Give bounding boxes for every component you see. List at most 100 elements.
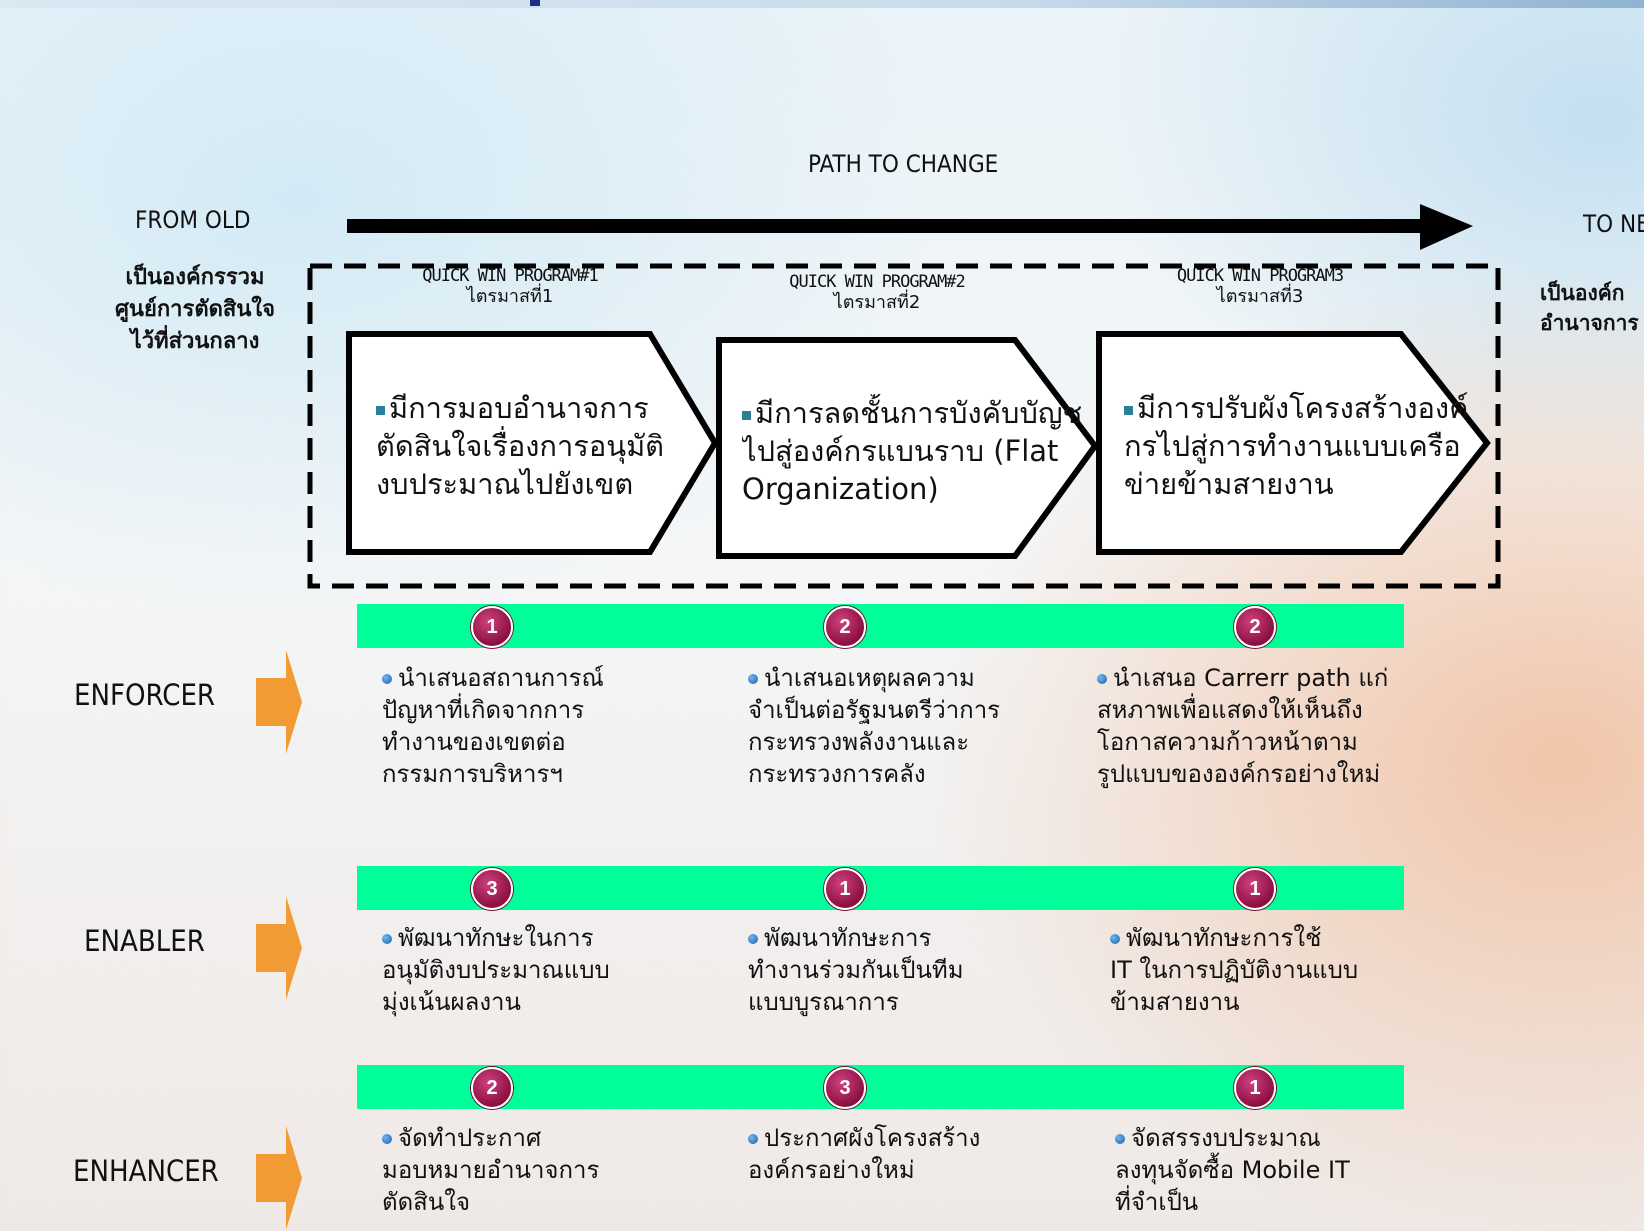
priority-badge: 2 xyxy=(1234,606,1276,648)
item-line: กรรมการบริหารฯ xyxy=(382,760,563,788)
item-line: นำเสนอ Carrerr path แก่ xyxy=(1097,662,1437,694)
item-line: IT ในการปฏิบัติงานแบบ xyxy=(1110,956,1359,984)
item-line: กระทรวงการคลัง xyxy=(748,760,926,788)
item-line: กระทรวงพลังงานและ xyxy=(748,728,970,756)
enforcer-item-2: นำเสนอเหตุผลความ จำเป็นต่อรัฐมนตรีว่าการ… xyxy=(748,662,1078,790)
program-line: ไปสู่องค์กรแบนราบ (Flat xyxy=(742,434,1059,468)
program-line-text: มีการลดชั้นการบังคับบัญช xyxy=(755,396,1083,430)
from-line: เป็นองค์กรรวม xyxy=(125,265,265,290)
program-title: QUICK WIN PROGRAM#1 xyxy=(422,266,598,286)
to-line: อำนาจการ xyxy=(1540,311,1639,335)
enabler-arrow-icon xyxy=(256,896,302,1000)
item-line-text: จัดสรรงบประมาณ xyxy=(1131,1124,1321,1152)
item-line-text: พัฒนาทักษะการใช้ xyxy=(1126,924,1322,952)
program-line: งบประมาณไปยังเขต xyxy=(376,467,634,501)
item-line: มุ่งเน้นผลงาน xyxy=(382,988,521,1016)
item-line: สหภาพเพื่อแสดงให้เห็นถึง xyxy=(1097,696,1363,724)
item-line: พัฒนาทักษะในการ xyxy=(382,922,712,954)
program-1-text: มีการมอบอำนาจการ ตัดสินใจเรื่องการอนุมัต… xyxy=(376,389,696,503)
program-line-text: มีการปรับผังโครงสร้างองค์ xyxy=(1137,391,1469,425)
enabler-item-3: พัฒนาทักษะการใช้ IT ในการปฏิบัติงานแบบ ข… xyxy=(1110,922,1440,1018)
item-line: องค์กรอย่างใหม่ xyxy=(748,1156,915,1184)
item-line: มอบหมายอำนาจการ xyxy=(382,1156,600,1184)
bullet-dot-icon xyxy=(748,934,758,944)
item-line: จัดทำประกาศ xyxy=(382,1122,712,1154)
item-line-text: นำเสนอเหตุผลความ xyxy=(764,664,975,692)
bullet-dot-icon xyxy=(382,674,392,684)
priority-badge: 1 xyxy=(471,606,513,648)
program-line: มีการลดชั้นการบังคับบัญช xyxy=(742,394,1102,432)
from-old-label: FROM OLD xyxy=(135,206,251,234)
enforcer-arrow-icon xyxy=(256,650,302,754)
enforcer-band xyxy=(357,604,1404,648)
program-3-text: มีการปรับผังโครงสร้างองค์ กรไปสู่การทำงา… xyxy=(1124,389,1494,503)
item-line: พัฒนาทักษะการ xyxy=(748,922,1078,954)
program-quarter: ไตรมาสที่2 xyxy=(833,292,921,313)
item-line: นำเสนอสถานการณ์ xyxy=(382,662,712,694)
program-line: กรไปสู่การทำงานแบบเครือ xyxy=(1124,429,1461,463)
item-line: ทำงานร่วมกันเป็นทีม xyxy=(748,956,964,984)
item-line-text: จัดทำประกาศ xyxy=(398,1124,542,1152)
bullet-dot-icon xyxy=(1097,674,1107,684)
program-title: QUICK WIN PROGRAM3 xyxy=(1176,266,1344,286)
item-line-text: ประกาศผังโครงสร้าง xyxy=(764,1124,981,1152)
item-line-text: พัฒนาทักษะในการ xyxy=(398,924,594,952)
bullet-square-icon xyxy=(376,405,385,415)
item-line: อนุมัติงบประมาณแบบ xyxy=(382,956,610,984)
program-line: ข่ายข้ามสายงาน xyxy=(1124,467,1334,501)
bullet-dot-icon xyxy=(1115,1134,1125,1144)
item-line: จัดสรรงบประมาณ xyxy=(1115,1122,1445,1154)
quick-win-frame xyxy=(307,263,1501,589)
bullet-square-icon xyxy=(1124,405,1133,415)
program-3-chevron xyxy=(1096,331,1491,555)
enhancer-item-1: จัดทำประกาศ มอบหมายอำนาจการ ตัดสินใจ xyxy=(382,1122,712,1218)
program-line: ตัดสินใจเรื่องการอนุมัติ xyxy=(376,429,665,463)
bullet-dot-icon xyxy=(382,934,392,944)
enabler-band xyxy=(357,866,1404,910)
enforcer-item-1: นำเสนอสถานการณ์ ปัญหาที่เกิดจากการ ทำงาน… xyxy=(382,662,712,790)
item-line: ตัดสินใจ xyxy=(382,1188,471,1216)
enabler-item-2: พัฒนาทักษะการ ทำงานร่วมกันเป็นทีม แบบบูร… xyxy=(748,922,1078,1018)
top-bar xyxy=(0,0,1644,8)
program-line: มีการมอบอำนาจการ xyxy=(376,389,696,427)
priority-badge: 1 xyxy=(824,868,866,910)
item-line: จำเป็นต่อรัฐมนตรีว่าการ xyxy=(748,696,1001,724)
item-line: ลงทุนจัดซื้อ Mobile IT xyxy=(1115,1156,1350,1184)
item-line-text: นำเสนอสถานการณ์ xyxy=(398,664,604,692)
item-line: ที่จำเป็น xyxy=(1115,1188,1199,1216)
bullet-dot-icon xyxy=(748,1134,758,1144)
priority-badge: 3 xyxy=(471,868,513,910)
item-line: แบบบูรณาการ xyxy=(748,988,899,1016)
item-line: โอกาสความก้าวหน้าตาม xyxy=(1097,728,1358,756)
bullet-dot-icon xyxy=(1110,934,1120,944)
item-line: พัฒนาทักษะการใช้ xyxy=(1110,922,1440,954)
enforcer-label: ENFORCER xyxy=(74,678,216,712)
enhancer-item-3: จัดสรรงบประมาณ ลงทุนจัดซื้อ Mobile IT ที… xyxy=(1115,1122,1445,1218)
priority-badge: 1 xyxy=(1234,868,1276,910)
priority-badge: 2 xyxy=(471,1067,513,1109)
from-line: ศูนย์การตัดสินใจ xyxy=(114,297,276,322)
bullet-dot-icon xyxy=(748,674,758,684)
program-line: มีการปรับผังโครงสร้างองค์ xyxy=(1124,389,1494,427)
priority-badge: 2 xyxy=(824,606,866,648)
path-arrow xyxy=(347,204,1473,250)
item-line: ข้ามสายงาน xyxy=(1110,988,1240,1016)
enhancer-band xyxy=(357,1065,1404,1109)
program-line: Organization) xyxy=(742,472,939,506)
to-new-label: TO NE xyxy=(1583,210,1644,238)
item-line: ปัญหาที่เกิดจากการ xyxy=(382,696,585,724)
program-title: QUICK WIN PROGRAM#2 xyxy=(789,272,965,292)
path-to-change-label: PATH TO CHANGE xyxy=(808,150,999,178)
item-line: รูปแบบขององค์กรอย่างใหม่ xyxy=(1097,760,1381,788)
to-line: เป็นองค์ก xyxy=(1540,281,1625,305)
to-new-description: เป็นองค์ก อำนาจการ xyxy=(1540,278,1644,338)
bullet-square-icon xyxy=(742,410,751,420)
enabler-label: ENABLER xyxy=(84,924,205,958)
program-2-text: มีการลดชั้นการบังคับบัญช ไปสู่องค์กรแบนร… xyxy=(742,394,1102,508)
program-1-header: QUICK WIN PROGRAM#1 ไตรมาสที่1 xyxy=(400,266,620,308)
program-3-header: QUICK WIN PROGRAM3 ไตรมาสที่3 xyxy=(1150,266,1370,308)
program-quarter: ไตรมาสที่1 xyxy=(466,286,554,307)
item-line: ทำงานของเขตต่อ xyxy=(382,728,566,756)
enhancer-arrow-icon xyxy=(256,1126,302,1230)
enhancer-item-2: ประกาศผังโครงสร้าง องค์กรอย่างใหม่ xyxy=(748,1122,1078,1186)
